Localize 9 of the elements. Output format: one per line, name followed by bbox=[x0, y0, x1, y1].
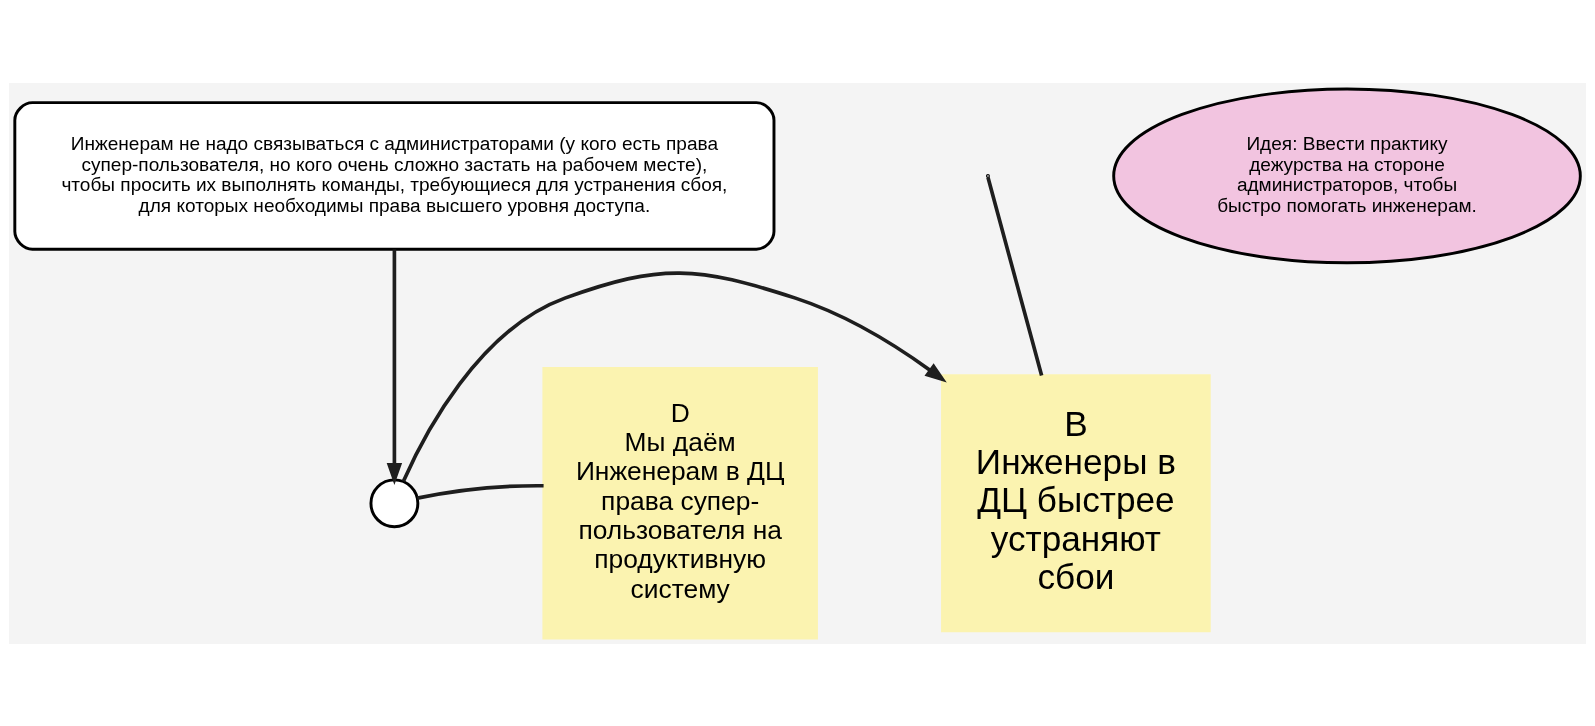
node-box: B Инженеры в ДЦ быстрее устраняют сбои bbox=[941, 373, 1211, 632]
node-box: D Мы даём Инженерам в ДЦ права супер-пользователя на продуктивную систему bbox=[542, 366, 818, 640]
node-circle bbox=[369, 477, 420, 528]
arrow bbox=[386, 248, 403, 485]
connector bbox=[416, 483, 544, 500]
node-ellipse: Идея: Ввести практику дежурства на стороне администраторов, чтобы быстро помогать инженерам. bbox=[1112, 87, 1582, 264]
arrow bbox=[401, 270, 947, 482]
connector bbox=[986, 176, 1044, 376]
node-box: Инженерам не надо связываться с администраторами (у кого есть права супер-пользователя, но кого очень сложно застать на рабочем месте), чтобы просить их выполнять команды, требующиеся для устранения сбоя, для которых необходимы права высшего уровня доступа. bbox=[13, 100, 776, 251]
